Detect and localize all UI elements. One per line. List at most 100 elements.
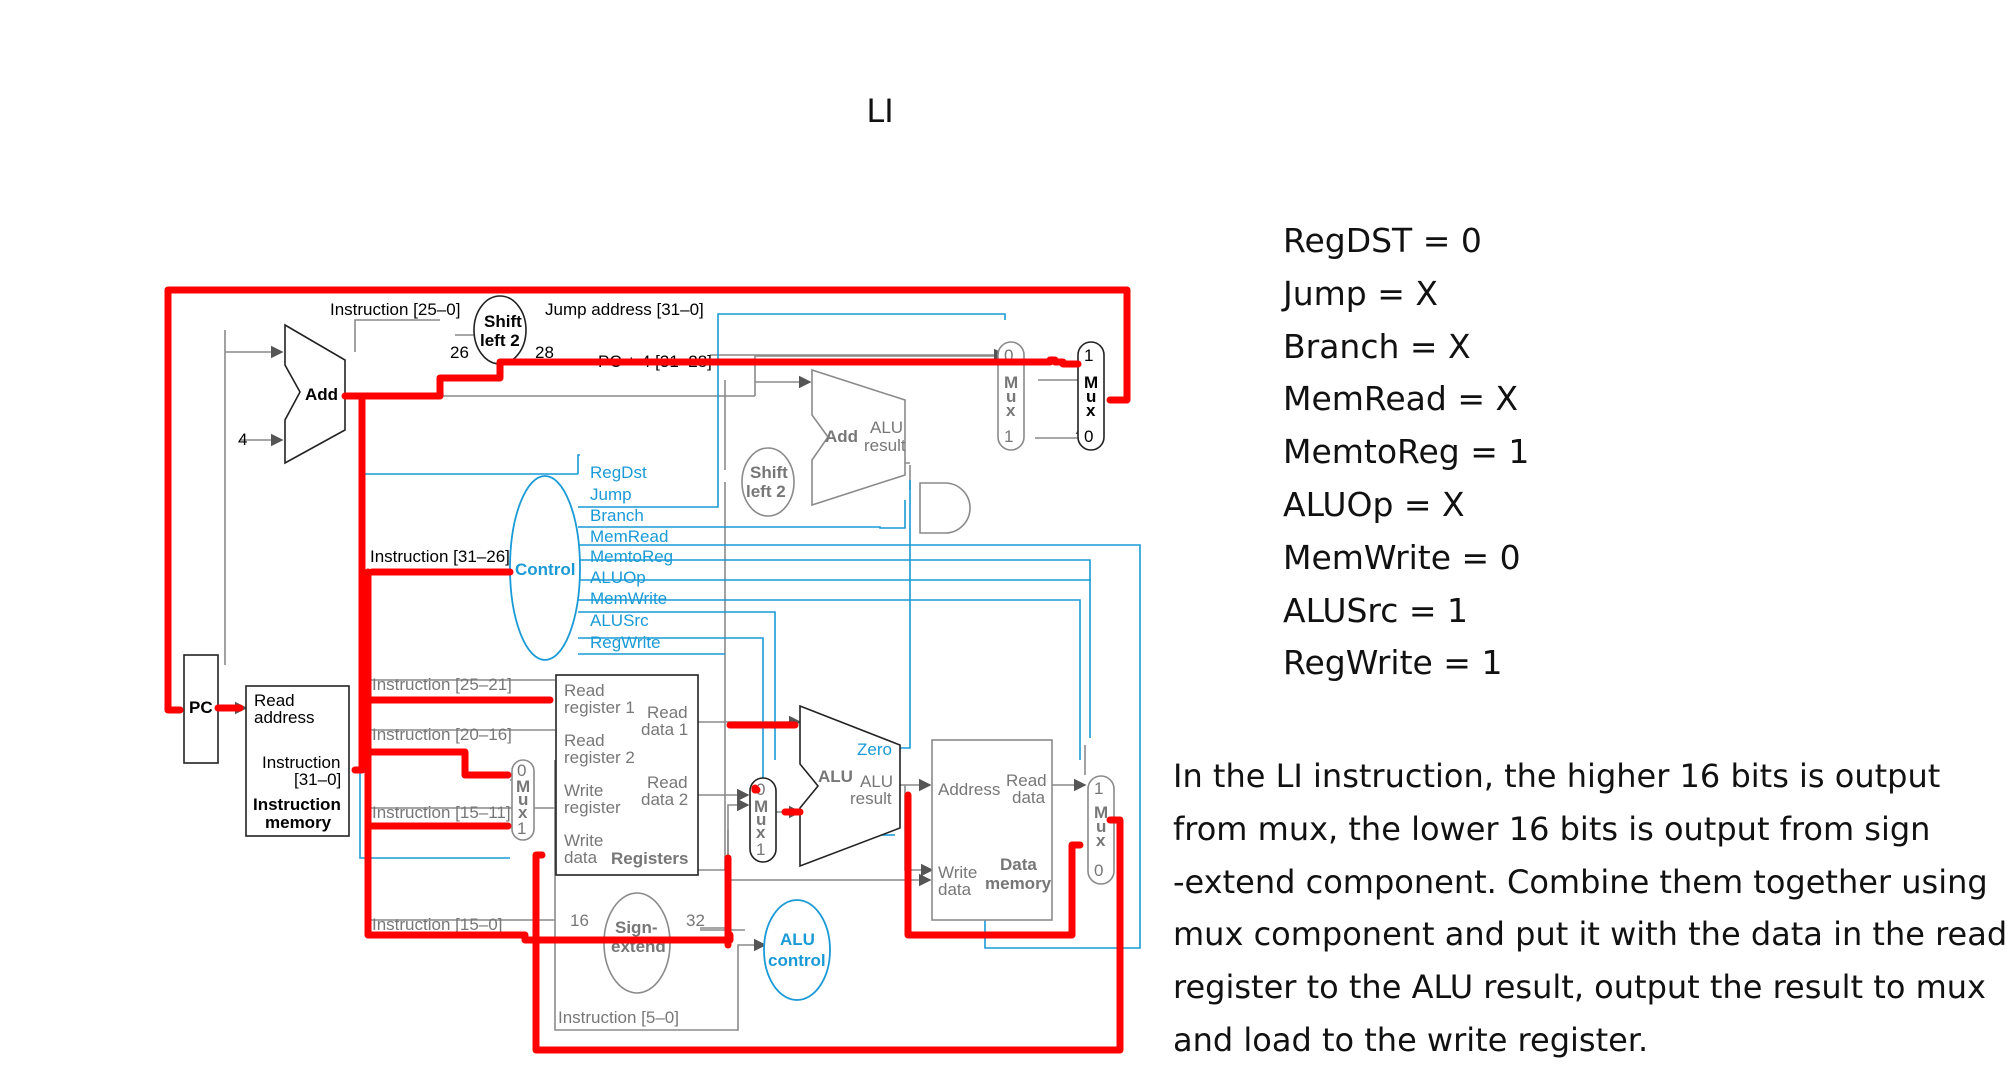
add2-result-label: result [864,436,906,455]
mux-alusrc-m: M [754,797,768,816]
instr-20-16-label: Instruction [20–16] [372,725,512,744]
mux-jump-u: u [1086,387,1096,406]
data-memory-label-a: Data [1000,855,1037,874]
shift2-label-bottom: left 2 [746,482,786,501]
signal-regdst: RegDST = 0 [1283,221,1482,260]
add-label: Add [305,385,338,404]
data-memory-label-b: memory [985,874,1052,893]
explanation-text: In the LI instruction, the higher 16 bit… [1173,750,2007,1067]
read-data1-label-b: data 1 [641,720,688,739]
shift-label-top: Shift [484,312,522,331]
explanation-line: In the LI instruction, the higher 16 bit… [1173,757,1941,795]
mux-branch-x: x [1006,401,1016,420]
instr-15-11-label: Instruction [15–11] [372,803,511,822]
mux-jump: 1 M u x 0 [1077,341,1105,451]
write-data-label-b: data [564,848,598,867]
signal-aluop: ALUOp = X [1283,484,1465,524]
instruction-label-2: [31–0] [294,770,341,789]
shift-label-bottom: left 2 [480,331,520,350]
alusrc-label: ALUSrc [590,611,649,630]
read-address-label-2: address [254,708,314,727]
instruction-label-1: Instruction [262,753,340,772]
mux-regdst-1: 1 [517,819,526,838]
mux-regdst-0: 0 [517,761,526,780]
signal-alusrc: ALUSrc = 1 [1283,590,1469,630]
mux-branch-0: 0 [1004,346,1013,365]
signal-memwrite: MemWrite = 0 [1283,537,1521,577]
explanation-line: from mux, the lower 16 bits is output fr… [1173,809,1931,848]
write-data2-label-a: Write [938,863,977,882]
slide-title: LI [866,92,894,130]
read-reg2-label-b: register 2 [564,748,635,767]
memtoreg-label: MemtoReg [590,547,673,566]
pc-label: PC [189,698,213,717]
read-data-label-b: data [1012,788,1046,807]
instr-15-0-label: Instruction [15–0] [372,915,502,934]
mux-alusrc: 0 M u x 1 [749,777,777,863]
signal-jump: Jump = X [1283,273,1438,313]
control-signal-list: RegDST = 0 Jump = X Branch = X MemRead =… [1283,215,1529,690]
explanation-line: -extend component. Combine them together… [1173,862,1988,901]
mux-branch-1: 1 [1004,427,1013,446]
bits-26-label: 26 [450,343,469,362]
shift-left-2-jump: Shift left 2 Instruction [25–0] 26 28 Ju… [330,295,712,371]
control-unit: Control RegDst Jump Branch MemRead Memto… [370,463,673,661]
instr-31-26-label: Instruction [31–26] [370,547,510,566]
shift2-label-top: Shift [750,463,788,482]
registers-label: Registers [611,849,688,868]
instruction-field-labels: Instruction [25–21] Instruction [20–16] … [372,675,679,1027]
add-branch: Add ALU result [811,368,906,507]
write-reg-label-b: register [564,798,621,817]
signal-branch: Branch = X [1283,326,1471,366]
mux-memtoreg-1: 1 [1094,779,1103,798]
instr-25-0-label: Instruction [25–0] [330,300,460,319]
mux-branch: 0 M u x 1 [997,341,1025,451]
mux-regdst-x: x [518,803,528,822]
read-address-label-1: Read [254,691,295,710]
signal-memread: MemRead = X [1283,379,1519,419]
mux-memtoreg-u: u [1096,817,1106,836]
write-reg-label-a: Write [564,781,603,800]
alu-result-label-a: ALU [860,772,893,791]
sign-extend-label-a: Sign- [615,918,658,937]
and-gate-branch [919,482,971,534]
instr-5-0-label: Instruction [5–0] [558,1008,679,1027]
add2-alu-label: ALU [870,418,903,437]
write-data-label-a: Write [564,831,603,850]
read-reg2-label-a: Read [564,731,605,750]
bits-16-label: 16 [570,911,589,930]
branch-label: Branch [590,506,644,525]
jump-label: Jump [590,485,632,504]
explanation-line: mux component and put it with the data i… [1173,915,2007,954]
read-reg1-label-a: Read [564,681,605,700]
instr-memory-label-2: memory [265,813,332,832]
explanation-line: register to the ALU result, output the r… [1173,968,1986,1007]
signal-regwrite: RegWrite = 1 [1283,643,1503,683]
mux-regdst-m: M [516,777,530,796]
mux-memtoreg-x: x [1096,831,1106,850]
mux-alusrc-u: u [756,810,766,829]
mux-alusrc-0: 0 [756,780,765,799]
alu-label: ALU [818,767,853,786]
alu-control-label-b: control [768,951,826,970]
mux-alusrc-x: x [756,823,766,842]
instr-25-21-label: Instruction [25–21] [372,675,512,694]
shift-left-2-branch: Shift left 2 [741,447,795,517]
read-data2-label-a: Read [647,773,688,792]
read-data1-label-a: Read [647,703,688,722]
memread-label: MemRead [590,527,668,546]
mux-jump-1: 1 [1084,346,1093,365]
address-label: Address [938,780,1000,799]
mux-branch-u: u [1006,387,1016,406]
read-data2-label-b: data 2 [641,790,688,809]
data-memory: Address Read data Write data Data memory [931,739,1053,921]
mux-regdst: 0 M u x 1 [511,759,535,841]
instr-memory-label-1: Instruction [253,795,341,814]
mux-alusrc-1: 1 [756,840,765,859]
read-reg1-label-b: register 1 [564,698,635,717]
bits-28-label: 28 [535,343,554,362]
write-data2-label-b: data [938,880,972,899]
instruction-memory: Read address Instruction [31–0] Instruct… [245,685,350,837]
explanation-line: and load to the write register. [1173,1020,1649,1059]
mux-regdst-u: u [518,790,528,809]
